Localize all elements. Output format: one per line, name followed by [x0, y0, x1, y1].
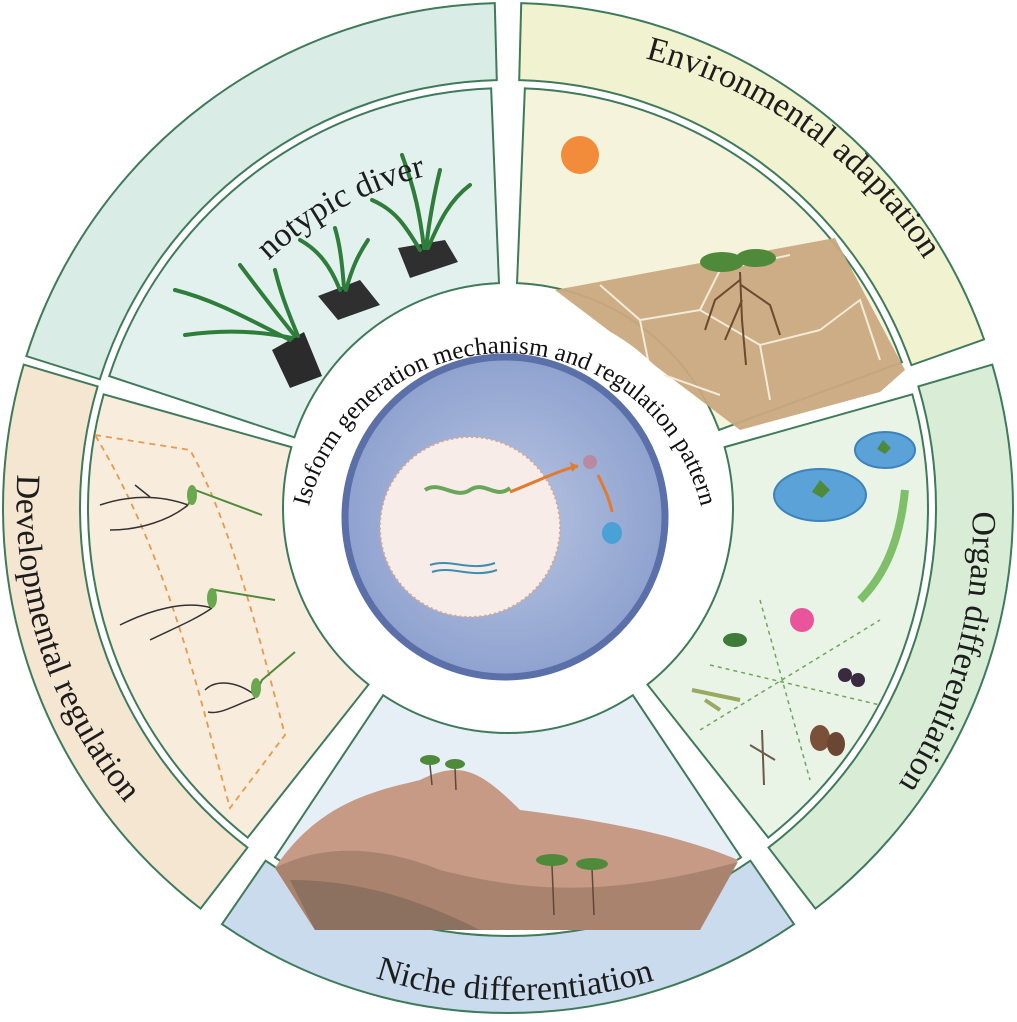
developmental-illustration — [93, 433, 296, 810]
nucleus — [379, 436, 561, 618]
ribosome-icon — [583, 455, 597, 469]
illustrations — [93, 136, 916, 930]
organ-illustration — [691, 431, 916, 786]
central-cell — [292, 304, 718, 730]
band-phenotypic — [25, 2, 498, 381]
panel-phenotypic — [107, 87, 501, 439]
band-environmental — [518, 2, 986, 367]
potted-plants-illustration — [173, 153, 472, 388]
band-developmental — [2, 363, 249, 911]
sun-icon — [561, 136, 599, 174]
protein-icon — [602, 522, 622, 544]
dna-strand — [423, 485, 512, 495]
band-organ — [767, 363, 1014, 911]
niche-illustration — [275, 755, 738, 930]
panel-developmental — [87, 393, 370, 840]
